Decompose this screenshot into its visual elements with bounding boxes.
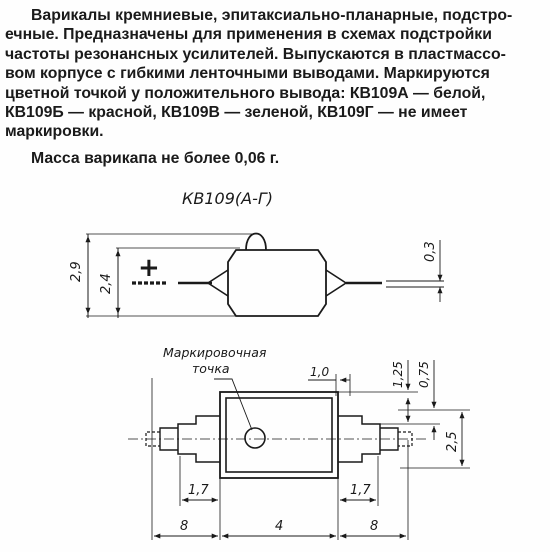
paragraph-line-4: вом корпусе с гибкими ленточными выводам… [5,65,490,83]
description-paragraph: Варикалы кремниевые, эпитаксиально-плана… [5,6,550,142]
dim-1-25: 1,25 [391,361,405,388]
dim-width-2-5: 2,5 [445,431,460,452]
marking-note-line1: Маркировочная [163,345,267,360]
dim-lead-right: 1,7 [350,483,371,498]
paragraph-line-1: Варикалы кремниевые, эпитаксиально-плана… [31,7,513,24]
side-view [85,232,444,318]
dim-lead-left: 1,7 [188,483,209,498]
polarity-plus: + [138,253,160,283]
mass-statement: Масса варикапа не более 0,06 г. [31,150,280,167]
marking-note-line2: точка [192,361,230,376]
top-view [128,360,470,540]
paragraph-line-6: КВ109Б — красной, КВ109В — зеленой, КВ10… [5,104,468,122]
dim-height-inner: 2,4 [99,273,114,294]
paragraph-line-7: маркировки. [5,123,104,141]
paragraph-line-3: частоты резонансных усилителей. Выпускаю… [5,45,506,63]
dim-right-8: 8 [370,519,378,534]
dim-lead-offset: 1,0 [310,365,329,379]
drawing-title: КВ109(А-Г) [182,189,273,208]
dim-0-75: 0,75 [417,361,431,388]
paragraph-line-5: цветной точкой у положительного вывода: … [5,84,486,102]
paragraph-line-2: ечные. Предназначены для применения в сх… [5,26,492,44]
dim-body-4: 4 [275,519,283,534]
dim-height-outer: 2,9 [69,261,84,282]
dim-left-8: 8 [180,519,188,534]
dim-lead-thickness: 0,3 [423,241,438,262]
